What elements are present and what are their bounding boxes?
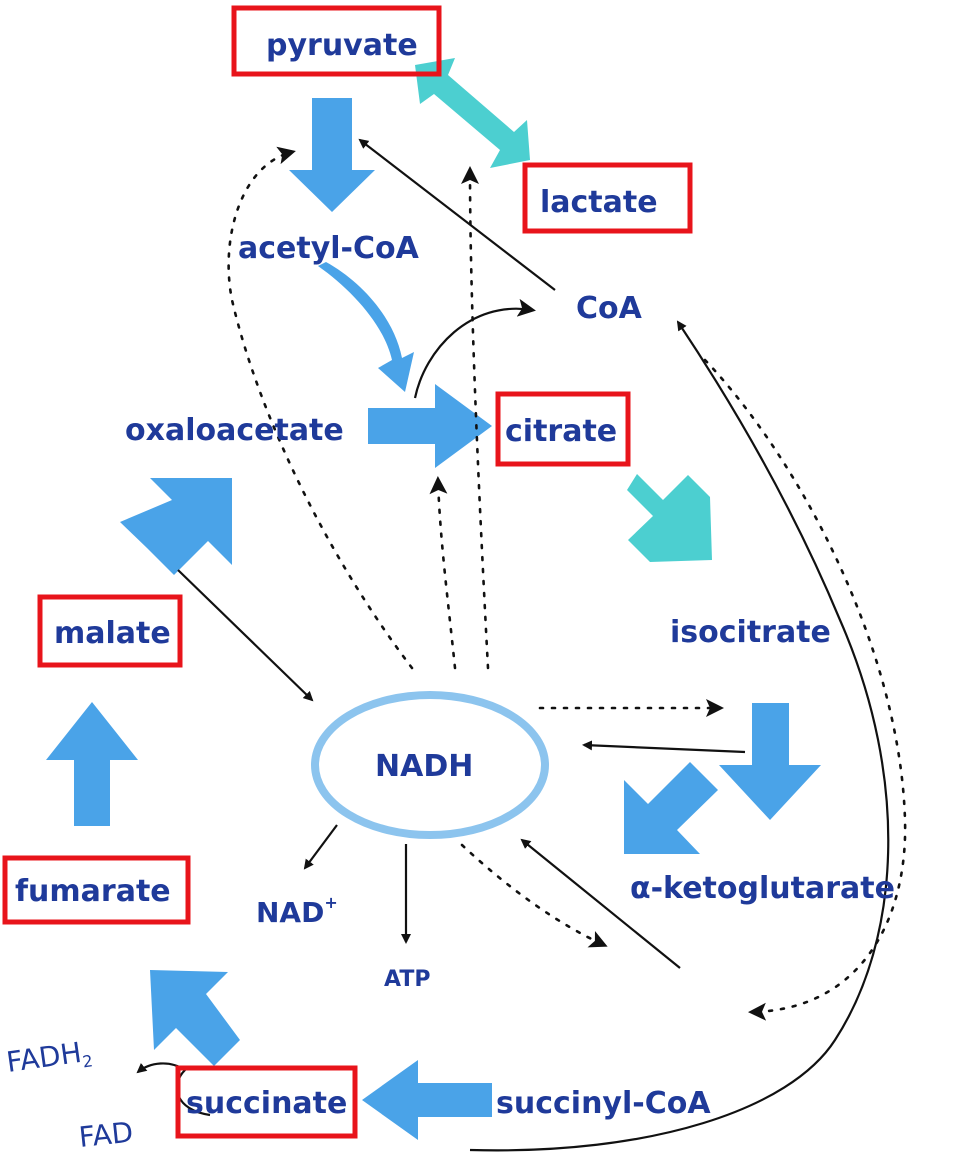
label-nad-plus-superscript: + <box>324 893 337 912</box>
arrow-pyruvate-to-acetylcoa <box>289 98 375 212</box>
label-atp: ATP <box>384 967 430 992</box>
highlight-box-succinate <box>175 1065 358 1139</box>
label-coa: CoA <box>576 291 643 326</box>
label-oxaloacetate: oxaloacetate <box>125 413 344 448</box>
highlight-box-lactate <box>522 162 693 234</box>
dotted-nadh-to-akg-step <box>460 843 608 948</box>
highlight-box-citrate <box>495 391 631 467</box>
label-nad-plus: NAD+ <box>256 893 338 929</box>
highlight-box-malate <box>37 594 183 668</box>
arrow-fumarate-to-malate <box>46 702 138 826</box>
label-fadh2: FADH2 <box>4 1034 94 1082</box>
dotted-coa-to-succinylcoa <box>703 358 907 1021</box>
dotted-nadh-to-pyruvate <box>227 146 414 670</box>
label-fadh2-base: FADH <box>4 1036 83 1079</box>
arrow-akg-to-succinylcoa <box>624 762 718 854</box>
highlight-box-pyruvate <box>231 5 442 77</box>
highlight-box-fumarate <box>2 855 191 925</box>
label-acetyl-coa: acetyl-CoA <box>238 231 420 266</box>
arrow-isocitrate-to-akg <box>719 703 821 820</box>
arrow-succinylcoa-to-coa <box>469 320 890 1152</box>
label-malate: malate <box>54 616 171 651</box>
label-lactate: lactate <box>540 185 658 220</box>
label-nadh: NADH <box>375 749 473 784</box>
arrow-succinylcoa-to-nadh <box>520 838 681 969</box>
arrow-malate-to-nadh <box>177 569 314 702</box>
arrow-pyruvate-lactate <box>415 58 530 168</box>
arrow-akg-to-nadh <box>582 740 746 754</box>
arrow-malate-to-oxaloacetate <box>120 478 232 575</box>
arrow-succinate-to-fumarate <box>150 970 240 1066</box>
label-isocitrate: isocitrate <box>670 615 831 650</box>
dotted-nadh-to-citrate-step <box>429 476 457 670</box>
label-fumarate: fumarate <box>15 874 171 909</box>
nadh-ellipse <box>311 691 549 839</box>
label-fadh2-subscript: 2 <box>81 1051 94 1071</box>
arrow-succinylcoa-to-succinate <box>362 1060 492 1140</box>
label-fad: FAD <box>77 1115 134 1153</box>
label-nad-plus-base: NAD <box>256 896 324 929</box>
arrow-acetylcoa-feed <box>318 262 414 392</box>
label-succinate: succinate <box>186 1086 347 1121</box>
arrow-citrate-to-isocitrate <box>627 474 712 562</box>
arrow-coa-to-pyruvate <box>358 138 556 291</box>
label-pyruvate: pyruvate <box>266 28 418 63</box>
label-succinyl-coa: succinyl-CoA <box>496 1086 711 1121</box>
label-alpha-ketoglutarate: α-ketoglutarate <box>630 871 895 906</box>
label-citrate: citrate <box>505 414 617 449</box>
arrow-oxaloacetate-to-citrate <box>368 384 492 468</box>
arrow-citrate-release-coa <box>413 298 536 399</box>
arrow-nadh-to-nadplus <box>303 824 338 870</box>
